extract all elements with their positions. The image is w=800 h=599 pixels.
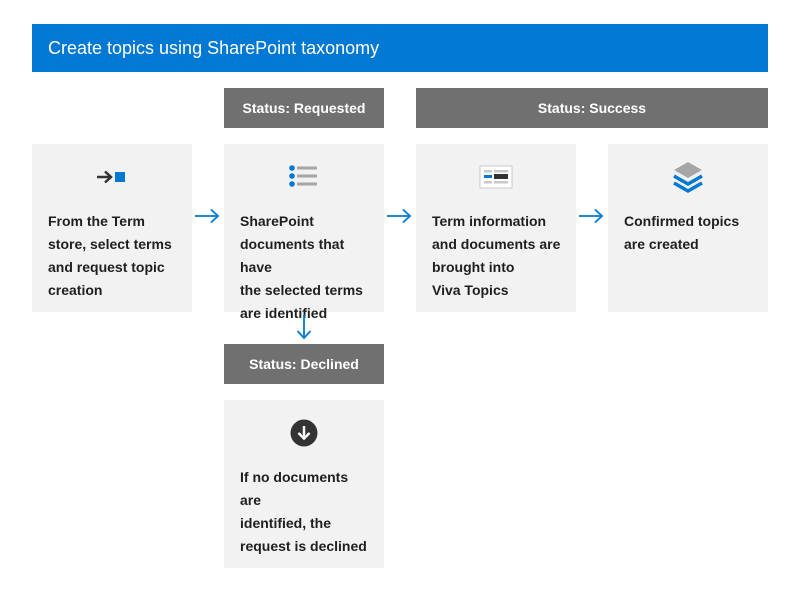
- arrow-down-icon: [296, 315, 312, 340]
- bulleted-list-icon: [224, 162, 384, 192]
- diagram-title-banner: Create topics using SharePoint taxonomy: [32, 24, 768, 72]
- status-success-bar: Status: Success: [416, 88, 768, 128]
- layers-icon: [608, 162, 768, 194]
- status-success-label: Status: Success: [537, 100, 647, 116]
- step-card-term-info: Term information and documents are broug…: [416, 144, 576, 312]
- step-card-term-store: From the Term store, select terms and re…: [32, 144, 192, 312]
- arrow-right-icon: [579, 208, 604, 224]
- step-card-declined: If no documents are identified, the requ…: [224, 400, 384, 568]
- step-text-term-info: Term information and documents are broug…: [432, 213, 561, 298]
- arrow-right-icon: [387, 208, 412, 224]
- status-declined-bar: Status: Declined: [224, 344, 384, 384]
- step-card-confirmed: Confirmed topics are created: [608, 144, 768, 312]
- status-requested-label: Status: Requested: [242, 100, 366, 116]
- status-declined-label: Status: Declined: [249, 356, 359, 372]
- step-text-confirmed: Confirmed topics are created: [624, 213, 740, 252]
- arrow-to-square-icon: [32, 162, 192, 192]
- diagram-title: Create topics using SharePoint taxonomy: [48, 37, 380, 58]
- status-requested-bar: Status: Requested: [224, 88, 384, 128]
- document-card-icon: [416, 162, 576, 192]
- step-card-documents: SharePoint documents that have the selec…: [224, 144, 384, 321]
- arrow-right-icon: [195, 208, 220, 224]
- step-text-term-store: From the Term store, select terms and re…: [48, 213, 172, 298]
- down-arrow-circle-icon: [224, 418, 384, 448]
- step-text-declined: If no documents are identified, the requ…: [240, 469, 367, 554]
- step-text-documents: SharePoint documents that have the selec…: [240, 213, 363, 321]
